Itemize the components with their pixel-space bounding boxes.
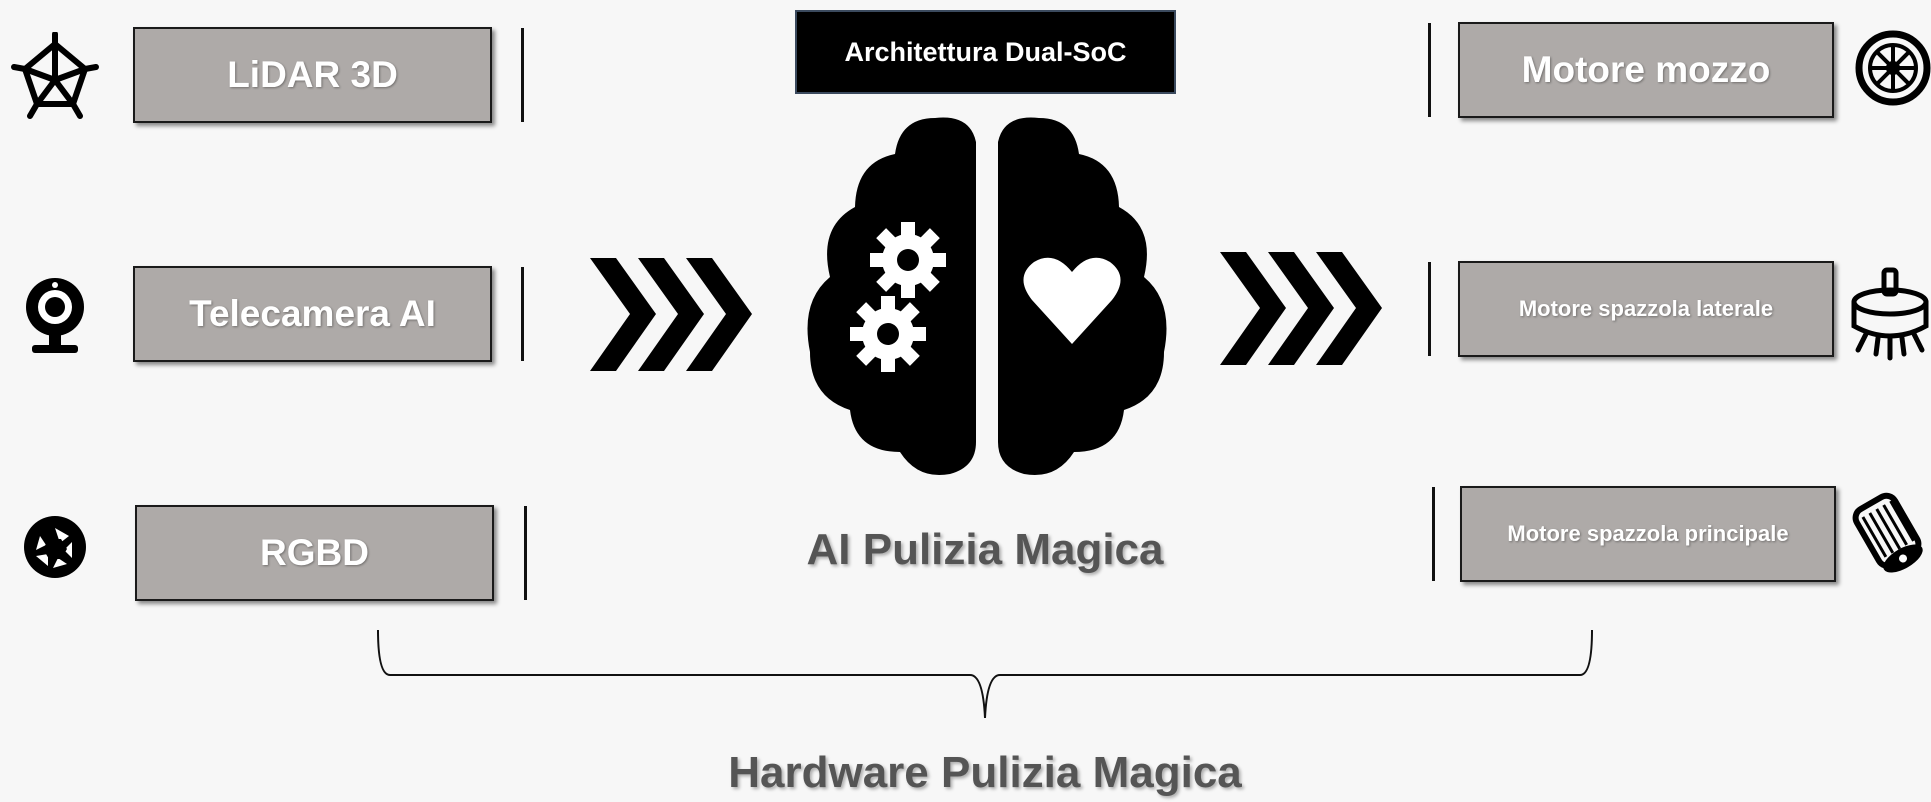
wheel-icon	[1855, 30, 1931, 106]
output-box-side-brush: Motore spazzola laterale	[1458, 261, 1834, 357]
architecture-title: Architettura Dual-SoC	[795, 10, 1176, 94]
input-box-camera: Telecamera AI	[133, 266, 492, 362]
input-divider	[524, 506, 527, 600]
lidar-icon	[11, 32, 99, 119]
hardware-brace	[377, 629, 1593, 719]
main-brush-icon	[1852, 492, 1923, 573]
output-divider	[1432, 487, 1435, 581]
webcam-icon	[26, 278, 84, 353]
center-label: AI Pulizia Magica	[806, 525, 1164, 574]
input-box-lidar: LiDAR 3D	[133, 27, 492, 123]
side-brush-icon	[1851, 267, 1929, 361]
aperture-icon	[24, 516, 86, 578]
brain-icon	[807, 117, 1167, 476]
output-box-hub-motor: Motore mozzo	[1458, 22, 1834, 118]
output-box-main-brush: Motore spazzola principale	[1460, 486, 1836, 582]
output-flow-arrow-icon	[1220, 252, 1382, 365]
input-box-rgbd: RGBD	[135, 505, 494, 601]
footer-label: Hardware Pulizia Magica	[728, 748, 1242, 797]
output-divider	[1428, 262, 1431, 356]
input-flow-arrow-icon	[590, 258, 752, 371]
input-divider	[521, 267, 524, 361]
input-divider	[521, 28, 524, 122]
output-divider	[1428, 23, 1431, 117]
